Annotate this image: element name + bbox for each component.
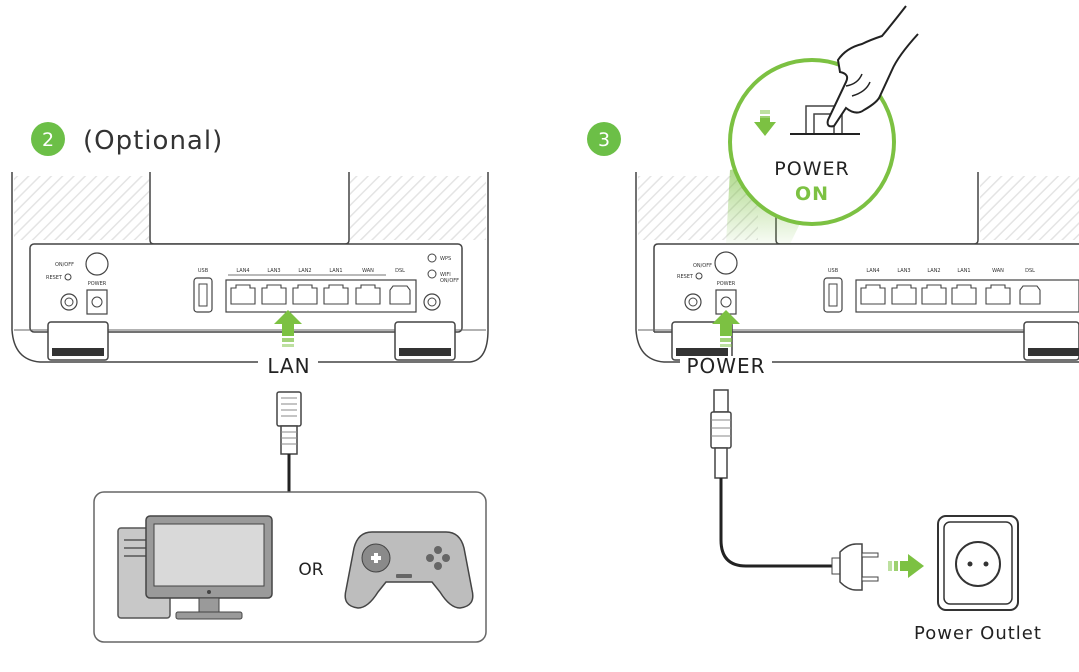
power-connector-label: POWER [686,354,765,378]
reset-label-step3: RESET [677,274,694,280]
power-port-label: POWER [88,281,107,287]
step-3: 3 [587,5,1079,644]
up-arrow-icon [274,310,302,347]
or-label: OR [298,560,323,580]
callout-power-label: POWER [774,158,849,180]
power-outlet-icon [937,515,1019,611]
wifi-button-icon [427,269,437,279]
up-arrow-icon-step3 [712,310,740,347]
lan3-label: LAN3 [267,268,280,274]
computer-icon [117,515,273,620]
wan-label: WAN [362,268,374,274]
onoff-label: ON/OFF [55,262,74,268]
step-2-number: 2 [42,129,54,151]
reset-label: RESET [46,275,63,281]
step-3-number: 3 [598,129,610,151]
ethernet-plug-icon [276,391,302,492]
game-controller-icon [344,531,474,609]
wifi-label: WIFI [440,272,451,278]
lan2-label-step3: LAN2 [927,268,940,274]
step-2-badge [31,122,65,156]
lan2-label: LAN2 [298,268,311,274]
lan1-label: LAN1 [329,268,342,274]
ethernet-ports-step3 [860,284,1041,305]
onoff-button-icon [85,252,109,276]
hand-press-icon [826,5,919,128]
lan-connector-label: LAN [267,354,310,378]
wan-label-step3: WAN [992,268,1004,274]
dc-plug-icon [710,389,836,568]
reset-hole-icon [64,273,72,281]
callout-on-label: ON [795,183,829,205]
step-3-badge [587,122,621,156]
wps-label: WPS [440,256,451,262]
lan4-label: LAN4 [236,268,249,274]
power-plug-icon [831,543,879,591]
power-port-label-step3: POWER [717,281,736,287]
down-arrow-icon [754,110,776,136]
wifi-onoff-label: ON/OFF [440,278,459,284]
usb-label: USB [198,268,209,274]
lan4-label-step3: LAN4 [866,268,879,274]
lan1-label-step3: LAN1 [957,268,970,274]
router-back-panel [11,172,489,363]
dsl-label-step3: DSL [1025,268,1035,274]
power-outlet-label: Power Outlet [914,623,1042,644]
dsl-label: DSL [395,268,405,274]
lan3-label-step3: LAN3 [897,268,910,274]
onoff-label-step3: ON/OFF [693,263,712,269]
onoff-button-icon-step3 [714,251,738,275]
step-2-title: (Optional) [83,126,223,156]
port-bank [225,279,417,313]
step-2: 2 (Optional) ON/OFF RESET POWER USB [11,122,489,643]
right-arrow-icon [888,554,924,578]
ethernet-ports [230,284,411,305]
usb-label-step3: USB [828,268,839,274]
wps-button-icon [427,253,437,263]
